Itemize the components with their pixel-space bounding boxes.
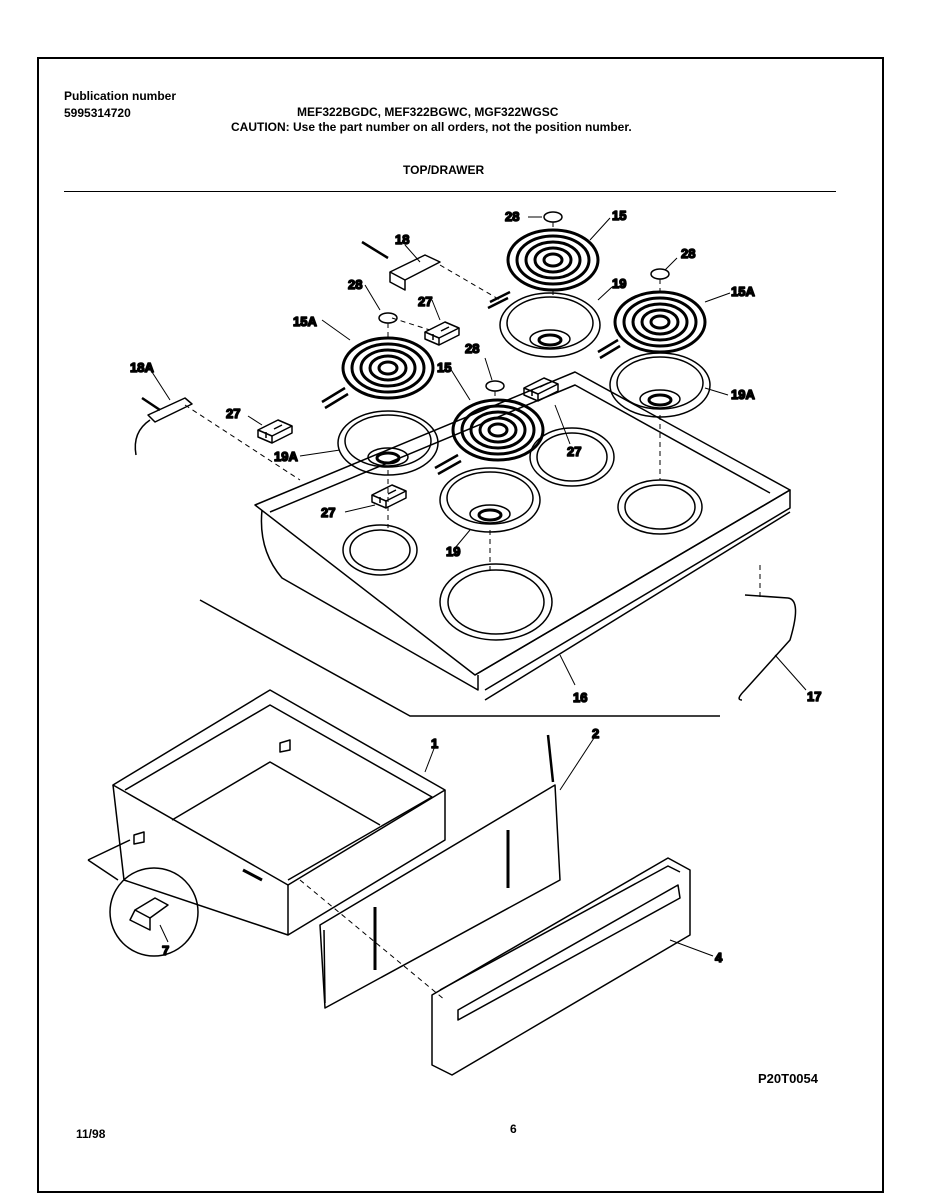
callout-19-lower: 19 [446,544,460,559]
caution-note: CAUTION: Use the part number on all orde… [231,120,632,134]
callout-15-top: 15 [612,208,626,223]
header-rule [64,191,836,192]
callout-28-top: 28 [505,209,519,224]
sensor-wire [738,594,797,701]
drawer-front [431,857,691,1076]
model-numbers: MEF322BGDC, MEF322BGWC, MGF322WGSC [297,105,559,119]
drip-bowl-large-front [438,466,542,534]
trim-ring-cap-1 [543,211,563,223]
drip-bowl-large-rear [498,291,602,359]
receptacle-block-upper [424,321,460,346]
callout-27-lower: 27 [321,505,335,520]
callout-28-right: 28 [681,246,695,261]
drawer-body [112,689,446,936]
callout-28-mid: 28 [465,341,479,356]
trim-ring-cap-2 [650,268,670,280]
surface-element-large-rear [506,228,600,292]
receptacle-block-lower [371,484,407,509]
callout-15-mid: 15 [437,360,451,375]
trim-ring-cap-3 [378,312,398,324]
callout-18a: 18A [130,360,154,375]
drip-bowl-small-right [608,351,712,419]
callout-27-upper: 27 [418,294,432,309]
receptacle-block-right [523,377,559,402]
page-number: 6 [510,1122,517,1136]
callout-15a-left: 15A [293,314,317,329]
publication-number: 5995314720 [64,106,131,120]
callout-18: 18 [395,232,409,247]
callout-2: 2 [592,726,599,741]
publication-label: Publication number [64,89,177,103]
page-frame [37,57,884,1193]
callout-19-upper: 19 [612,276,626,291]
callout-28-left: 28 [348,277,362,292]
element-bracket-right [361,240,441,291]
receptacle-block-left [257,419,293,444]
callout-17: 17 [807,689,821,704]
surface-element-small-right [613,290,707,354]
revision-date: 11/98 [76,1127,106,1141]
callout-15a-right: 15A [731,284,755,299]
callout-1: 1 [431,736,438,751]
callout-27-right: 27 [567,444,581,459]
callout-27-left: 27 [226,406,240,421]
callout-19a-right: 19A [731,387,755,402]
callout-19a-left: 19A [274,449,298,464]
section-title: TOP/DRAWER [403,163,485,177]
callout-16: 16 [573,690,587,705]
drip-bowl-small-left [336,409,440,477]
trim-ring-cap-4 [485,380,505,392]
callout-7: 7 [162,943,169,958]
drawing-id: P20T0054 [758,1071,818,1086]
drawer-glide-inset [87,839,199,957]
drawer-back-panel [319,734,561,1009]
element-bracket-left [134,396,193,456]
surface-element-small-left [341,336,435,400]
callout-4: 4 [715,950,723,965]
